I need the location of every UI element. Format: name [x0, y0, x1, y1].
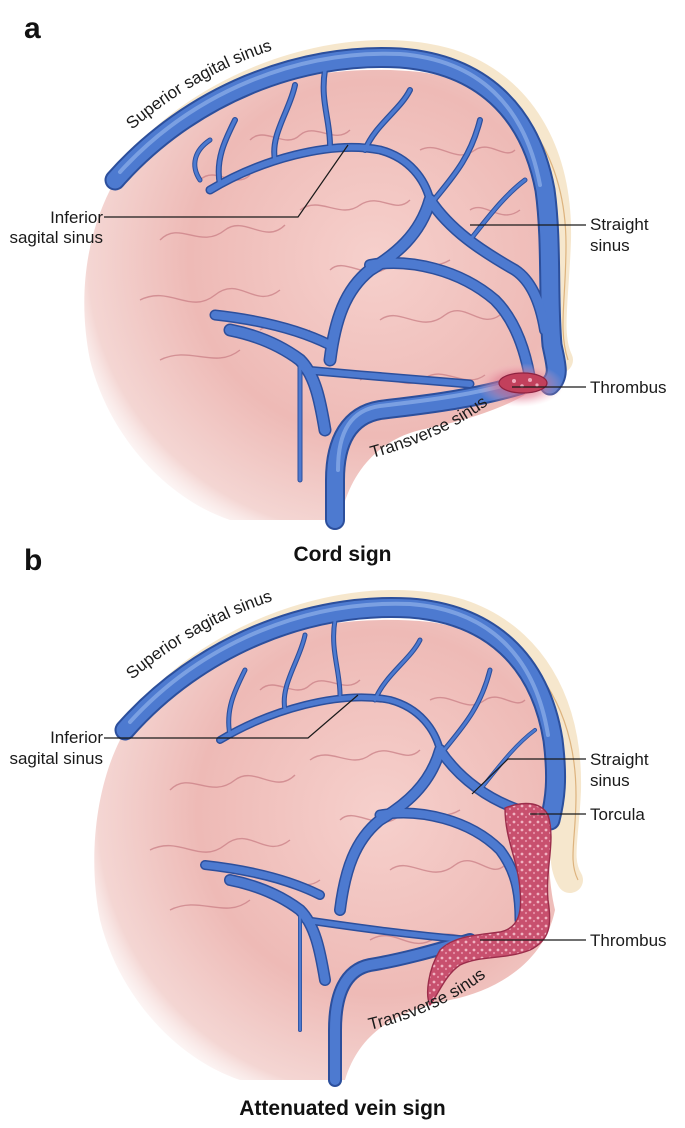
- leader-inferior-sagittal-sinus: [104, 144, 349, 218]
- label-straight-sinus-line1: Straight: [590, 750, 649, 769]
- label-inferior-sagittal-sinus-line1: Inferior: [50, 728, 103, 747]
- leader-straight-sinus: [471, 758, 586, 795]
- label-thrombus: Thrombus: [590, 931, 667, 950]
- thrombus: [476, 363, 564, 407]
- panel-a: Superior sagital sinus Transverse sinus …: [9, 12, 667, 566]
- panel-a-illustration: Superior sagital sinus Transverse sinus …: [9, 36, 667, 530]
- panel-b-illustration: Superior sagital sinus Transverse sinus …: [9, 587, 667, 1087]
- caption-attenuated-vein-sign: Attenuated vein sign: [239, 1097, 446, 1120]
- leader-inferior-sagittal-sinus: [104, 694, 359, 739]
- panel-letter-a: a: [24, 12, 41, 45]
- venous-system: [104, 46, 567, 530]
- label-straight-sinus-line1: Straight: [590, 215, 649, 234]
- panel-b: Superior sagital sinus Transverse sinus …: [0, 540, 685, 1128]
- label-thrombus: Thrombus: [590, 378, 667, 397]
- thrombus: [427, 802, 552, 1007]
- label-torcula: Torcula: [590, 805, 645, 824]
- label-inferior-sagittal-sinus-line2: sagital sinus: [9, 228, 103, 247]
- label-straight-sinus-line2: sinus: [590, 771, 630, 790]
- label-inferior-sagittal-sinus-line2: sagital sinus: [9, 749, 103, 768]
- caption-cord-sign: Cord sign: [293, 543, 392, 566]
- venous-system: [114, 596, 567, 1087]
- label-inferior-sagittal-sinus-line1: Inferior: [50, 208, 103, 227]
- label-straight-sinus-line2: sinus: [590, 236, 630, 255]
- panel-letter-b: b: [24, 544, 43, 577]
